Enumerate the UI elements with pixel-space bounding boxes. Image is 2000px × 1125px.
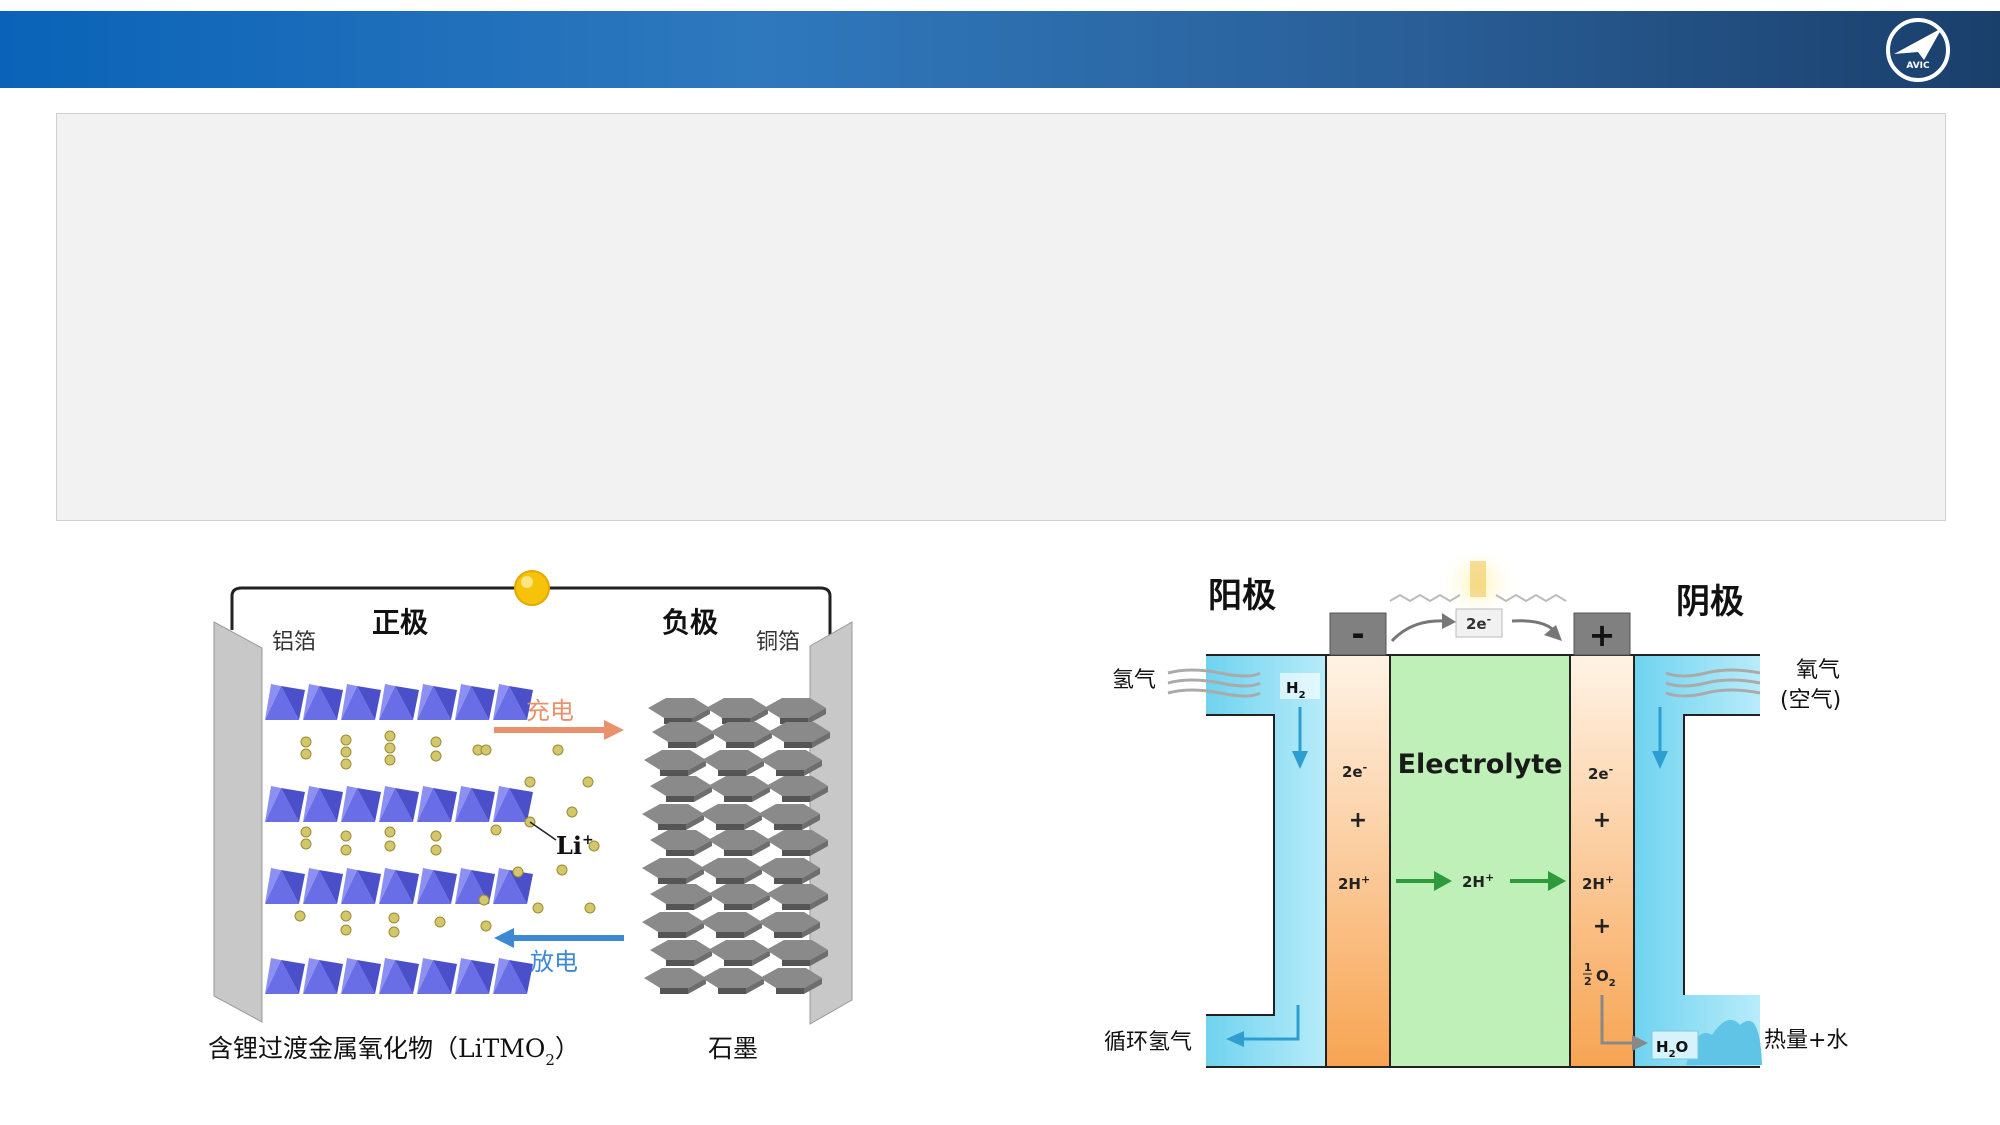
anode-gas-channel [1206, 655, 1326, 1067]
lithium-ion-dots [294, 730, 600, 938]
anode-caption: 石墨 [708, 1034, 758, 1063]
svg-text:+: + [1593, 808, 1611, 833]
svg-text:2: 2 [1584, 975, 1592, 988]
copper-foil-plate [809, 621, 853, 1025]
svg-text:2e-: 2e- [1342, 761, 1367, 781]
avic-logo-icon: AVIC [1886, 18, 1950, 82]
aluminum-foil-plate [213, 621, 263, 1023]
hydrogen-symbol: H2 [1286, 679, 1306, 701]
charge-label: 充电 [526, 697, 574, 725]
air-label: (空气) [1780, 688, 1841, 713]
recycle-hydrogen-label: 循环氢气 [1104, 1030, 1192, 1055]
fuel-cell-diagram: - + 2e- 阳极 阴极 氢气 氧气 (空气) H2 Electrolyte … [1104, 555, 1848, 1068]
svg-text:-: - [1351, 615, 1364, 653]
cathode-title: 阴极 [1676, 582, 1744, 622]
hydrogen-inlet-label: 氢气 [1112, 668, 1156, 693]
svg-text:2e-: 2e- [1466, 613, 1491, 633]
heat-water-label: 热量+水 [1764, 1028, 1848, 1053]
lithium-battery-diagram: 正极 负极 铝箔 铜箔 充电 放电 Li+ 含锂过渡金属氧化物（LiTMO2） … [208, 570, 853, 1069]
anode-electrode [1325, 654, 1391, 1068]
discharge-label: 放电 [530, 948, 578, 976]
lithium-ion-label: Li+ [556, 831, 594, 860]
svg-text:1: 1 [1584, 961, 1592, 974]
electrolyte-region [1389, 654, 1571, 1068]
discharge-arrow-icon [494, 928, 624, 948]
header-bar [0, 11, 2000, 88]
graphite-anode [642, 698, 830, 994]
electrolyte-label: Electrolyte [1398, 749, 1563, 780]
aluminum-foil-label: 铝箔 [272, 630, 316, 655]
copper-foil-label: 铜箔 [756, 630, 800, 655]
water-symbol: H2O [1656, 1038, 1688, 1060]
negative-electrode-label: 负极 [662, 606, 718, 639]
electron-box [1455, 608, 1503, 638]
positive-terminal [1573, 612, 1631, 656]
negative-terminal [1329, 612, 1387, 656]
cathode-caption: 含锂过渡金属氧化物（LiTMO2） [208, 1034, 580, 1069]
svg-text:2H+: 2H+ [1582, 873, 1614, 893]
svg-text:+: + [1349, 808, 1367, 833]
svg-text:2e-: 2e- [1588, 763, 1613, 783]
svg-text:2H+: 2H+ [1338, 873, 1370, 893]
oxygen-inlet-label: 氧气 [1796, 658, 1840, 683]
svg-text:O2: O2 [1596, 967, 1616, 989]
svg-text:+: + [1593, 914, 1611, 939]
charge-arrow-icon [494, 720, 624, 740]
cathode-gas-channel [1634, 655, 1760, 1067]
svg-text:2H+: 2H+ [1462, 871, 1494, 891]
positive-electrode-label: 正极 [372, 606, 428, 639]
svg-text:+: + [1589, 616, 1616, 654]
content-box [56, 113, 1946, 521]
svg-text:AVIC: AVIC [1906, 61, 1930, 71]
anode-title: 阳极 [1208, 576, 1276, 616]
